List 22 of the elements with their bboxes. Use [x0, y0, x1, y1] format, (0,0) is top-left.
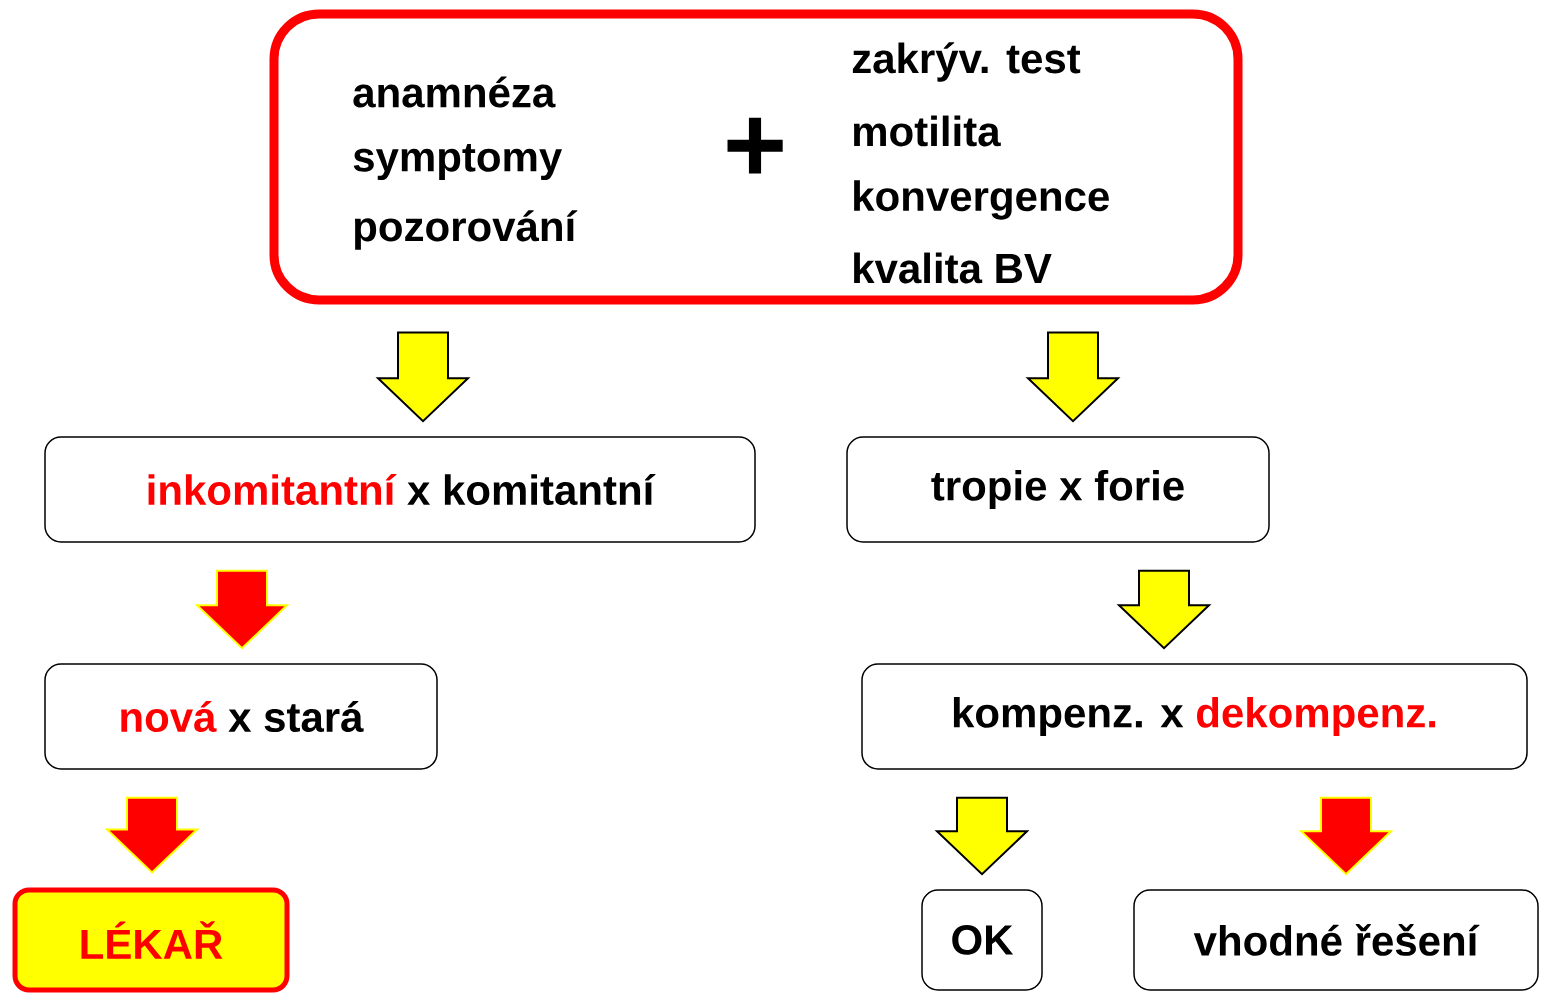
- list-text: konvergence: [854, 180, 1109, 220]
- rounded-box: kompenz. x dekompenz.: [861, 663, 1528, 770]
- list-text: kvalita BV: [854, 252, 1052, 284]
- block-arrow: [194, 569, 290, 650]
- rounded-box: inkomitantní x komitantní: [44, 436, 756, 543]
- list-text: pozorování: [355, 210, 578, 250]
- rounded-box: vhodné řešení: [1133, 889, 1539, 991]
- list-text: motilita: [854, 115, 1001, 147]
- rounded-box: OK: [921, 889, 1043, 991]
- list-text: symptomy: [353, 143, 563, 181]
- rounded-box: tropie x forie: [846, 436, 1270, 543]
- block-arrow: [1025, 331, 1121, 423]
- list-text: zakrýv. test: [852, 42, 1081, 82]
- block-arrow: [1116, 569, 1212, 650]
- block-arrow: [375, 331, 471, 423]
- block-arrow: [934, 796, 1030, 876]
- plus-sign: +: [727, 117, 783, 174]
- block-arrow: [1298, 796, 1394, 876]
- alert-box: LÉKAŘ: [12, 887, 290, 993]
- block-arrow: [104, 796, 200, 874]
- rounded-box: nová x stará: [44, 663, 438, 770]
- list-text: anamnéza: [353, 76, 556, 108]
